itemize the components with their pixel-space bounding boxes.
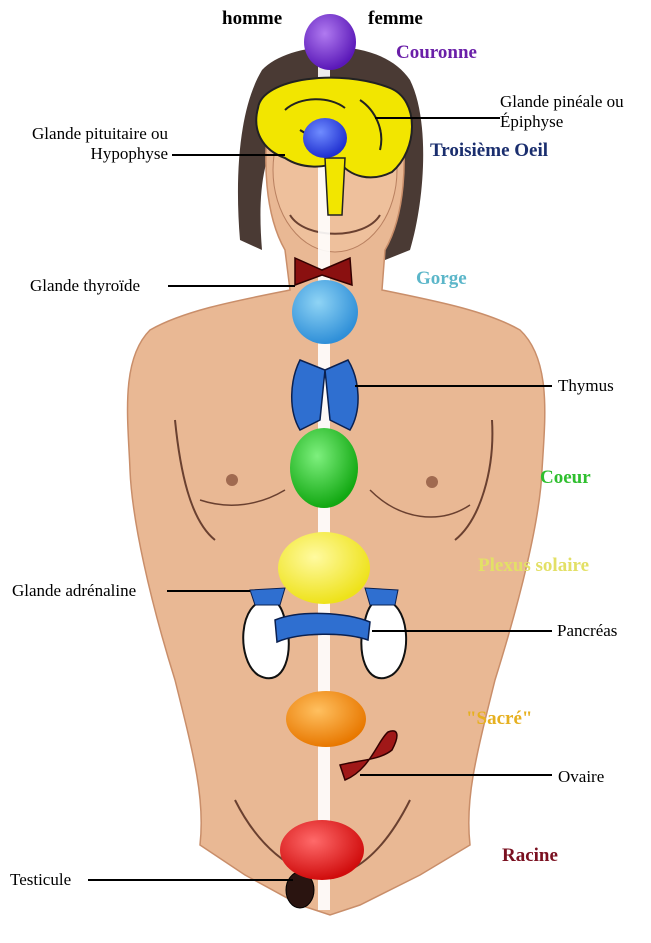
- gland-label-ovary: Ovaire: [558, 767, 605, 786]
- leader-lines: [88, 117, 552, 881]
- chakra-label-root: Racine: [502, 845, 558, 866]
- body-silhouette: [126, 109, 546, 916]
- orb-solar-plexus: [278, 532, 370, 604]
- chin-line: [289, 214, 381, 235]
- right-kidney: [360, 598, 408, 680]
- chakra-label-throat: Gorge: [416, 268, 467, 289]
- ovary-organ: [339, 730, 398, 781]
- orb-sacral: [286, 691, 366, 747]
- left-arm-line: [174, 419, 216, 541]
- left-breast-line: [199, 489, 286, 506]
- label-homme: homme: [222, 8, 283, 29]
- right-arm-line: [454, 419, 494, 541]
- chakra-label-crown: Couronne: [396, 42, 477, 63]
- chakra-label-solar-plexus: Plexus solaire: [478, 555, 590, 576]
- pancreas-organ: [274, 612, 371, 644]
- orb-root: [280, 820, 364, 880]
- label-femme: femme: [368, 8, 423, 29]
- left-nipple: [226, 474, 238, 486]
- orb-throat: [292, 280, 358, 344]
- gland-label-thymus: Thymus: [558, 376, 614, 395]
- chakra-label-heart: Coeur: [540, 467, 591, 488]
- chakra-label-third-eye: Troisième Oeil: [430, 140, 549, 161]
- orb-third-eye: [303, 118, 347, 158]
- orb-heart: [290, 428, 358, 508]
- adrenal-gland-right: [364, 587, 399, 606]
- right-breast-line: [369, 489, 471, 518]
- right-nipple: [426, 476, 438, 488]
- gland-label-thyroid: Glande thyroïde: [30, 276, 140, 295]
- brainstem: [324, 157, 346, 216]
- gland-label-pituitary: Glande pituitaire ou Hypophyse: [32, 124, 168, 163]
- thymus-gland: [291, 359, 359, 431]
- gland-label-pineal: Glande pinéale ou Épiphyse: [500, 92, 624, 131]
- adrenal-gland-left: [249, 587, 286, 606]
- gland-label-testicle: Testicule: [10, 870, 72, 889]
- gland-label-pancreas: Pancréas: [557, 621, 618, 640]
- gland-label-adrenal: Glande adrénaline: [12, 581, 137, 600]
- orb-crown: [304, 14, 356, 70]
- chakra-label-sacral: "Sacré": [466, 708, 533, 729]
